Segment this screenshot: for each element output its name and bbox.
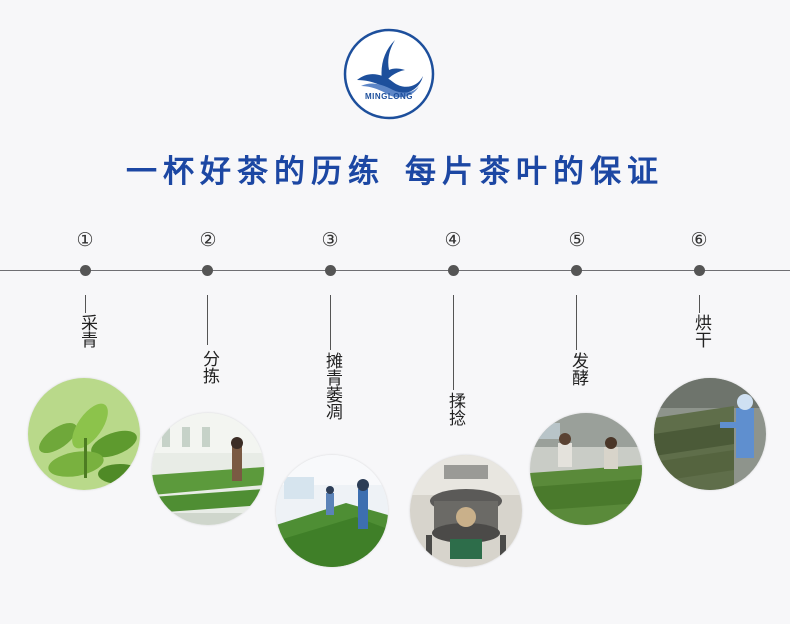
headline: 一杯好茶的历练每片茶叶的保证 [0,146,790,191]
step-photo-rolling [410,455,522,567]
step-number: ⑥ [690,229,708,251]
step-connector [207,295,208,345]
step-photo-sorting [152,413,264,525]
step-photo-withering [276,455,388,567]
step-number: ① [76,229,94,251]
step-label: 发酵 [568,352,588,386]
step-photo-fermentation [530,413,642,525]
step-connector [85,295,86,313]
logo-text: MINGLONG [365,92,413,101]
brand-logo: MINGLONG [343,28,435,120]
step-label: 分拣 [199,350,219,384]
step-photo-drying [654,378,766,490]
step-connector [330,295,331,350]
step-number: ② [199,229,217,251]
step-label: 揉捻 [445,392,465,426]
step-connector [576,295,577,350]
timeline-dot [202,265,213,276]
timeline-line [0,270,790,271]
step-number: ⑤ [568,229,586,251]
logo-emblem-icon [343,28,435,120]
step-photo-picking [28,378,140,490]
headline-part-2: 每片茶叶的保证 [405,154,664,190]
timeline-dot [325,265,336,276]
timeline-dot [448,265,459,276]
headline-part-1: 一杯好茶的历练 [126,154,385,190]
timeline-dot [571,265,582,276]
step-label: 采青 [77,314,97,348]
timeline-dot [694,265,705,276]
step-label: 摊青萎凋 [322,352,342,420]
step-number: ③ [321,229,339,251]
step-label: 烘干 [691,314,711,348]
step-connector [453,295,454,390]
timeline-dot [80,265,91,276]
step-connector [699,295,700,313]
step-number: ④ [444,229,462,251]
